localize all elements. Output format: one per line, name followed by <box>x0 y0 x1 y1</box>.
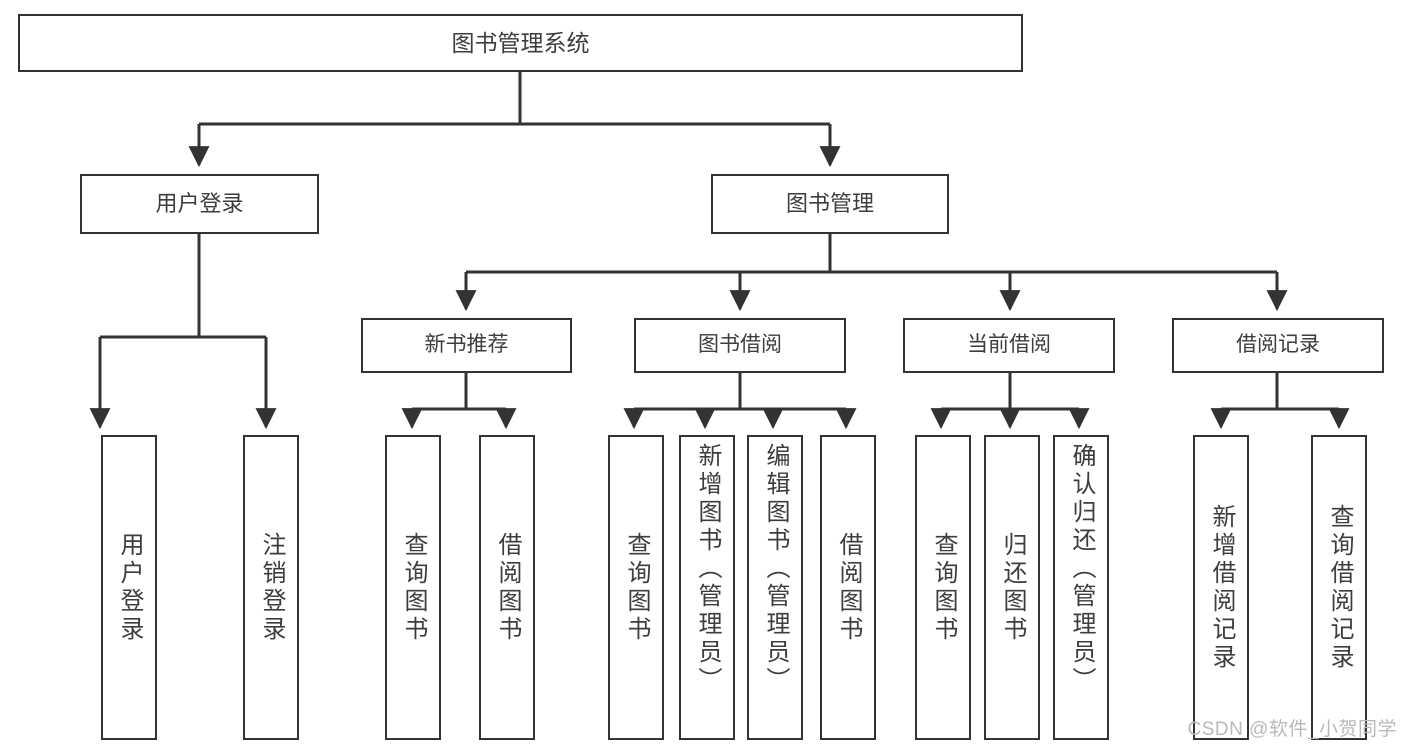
node-book-borrow-label: 图书借阅 <box>698 333 782 357</box>
leaf-records-add-record[interactable]: 新增借阅记录 <box>1193 435 1249 740</box>
leaf-new-book-query-books-label: 查询图书 <box>400 531 427 644</box>
node-new-book-recommend-label: 新书推荐 <box>424 333 509 357</box>
leaf-records-query-record-label: 查询借阅记录 <box>1326 503 1353 672</box>
leaf-records-query-record[interactable]: 查询借阅记录 <box>1311 435 1367 740</box>
node-new-book-recommend[interactable]: 新书推荐 <box>361 318 572 373</box>
leaf-new-book-borrow-books-label: 借阅图书 <box>494 531 521 644</box>
leaf-borrow-borrow-books[interactable]: 借阅图书 <box>820 435 876 740</box>
leaf-borrow-borrow-books-label: 借阅图书 <box>835 531 862 644</box>
node-borrow-records-label: 借阅记录 <box>1236 333 1320 357</box>
node-book-management-label: 图书管理 <box>785 191 874 217</box>
leaf-current-query-books-label: 查询图书 <box>930 531 957 644</box>
leaf-current-return-books[interactable]: 归还图书 <box>984 435 1040 740</box>
leaf-records-add-record-label: 新增借阅记录 <box>1208 503 1235 672</box>
node-book-borrow[interactable]: 图书借阅 <box>634 318 846 373</box>
leaf-borrow-edit-book-admin[interactable]: 编辑图书（管理员） <box>747 435 803 740</box>
leaf-user-login-logout[interactable]: 注销登录 <box>243 435 299 740</box>
node-root-book-management-system[interactable]: 图书管理系统 <box>18 14 1023 72</box>
leaf-new-book-query-books[interactable]: 查询图书 <box>385 435 441 740</box>
leaf-current-confirm-return-admin[interactable]: 确认归还（管理员） <box>1053 435 1109 740</box>
node-borrow-records[interactable]: 借阅记录 <box>1172 318 1384 373</box>
node-current-borrow[interactable]: 当前借阅 <box>903 318 1115 373</box>
node-current-borrow-label: 当前借阅 <box>967 333 1051 357</box>
leaf-user-login-logout-label: 注销登录 <box>258 531 285 644</box>
leaf-borrow-edit-book-admin-label: 编辑图书（管理员） <box>762 443 789 695</box>
node-user-login-label: 用户登录 <box>155 191 244 217</box>
leaf-current-confirm-return-admin-label: 确认归还（管理员） <box>1068 443 1095 695</box>
leaf-current-query-books[interactable]: 查询图书 <box>915 435 971 740</box>
leaf-borrow-add-book-admin-label: 新增图书（管理员） <box>694 443 721 695</box>
leaf-borrow-add-book-admin[interactable]: 新增图书（管理员） <box>679 435 735 740</box>
node-user-login[interactable]: 用户登录 <box>80 174 319 234</box>
leaf-new-book-borrow-books[interactable]: 借阅图书 <box>479 435 535 740</box>
leaf-borrow-query-books-label: 查询图书 <box>623 531 650 644</box>
leaf-user-login-login-label: 用户登录 <box>116 531 143 644</box>
leaf-user-login-login[interactable]: 用户登录 <box>101 435 157 740</box>
node-book-management[interactable]: 图书管理 <box>711 174 949 234</box>
leaf-current-return-books-label: 归还图书 <box>999 531 1026 644</box>
leaf-borrow-query-books[interactable]: 查询图书 <box>608 435 664 740</box>
node-root-label: 图书管理系统 <box>451 29 590 56</box>
